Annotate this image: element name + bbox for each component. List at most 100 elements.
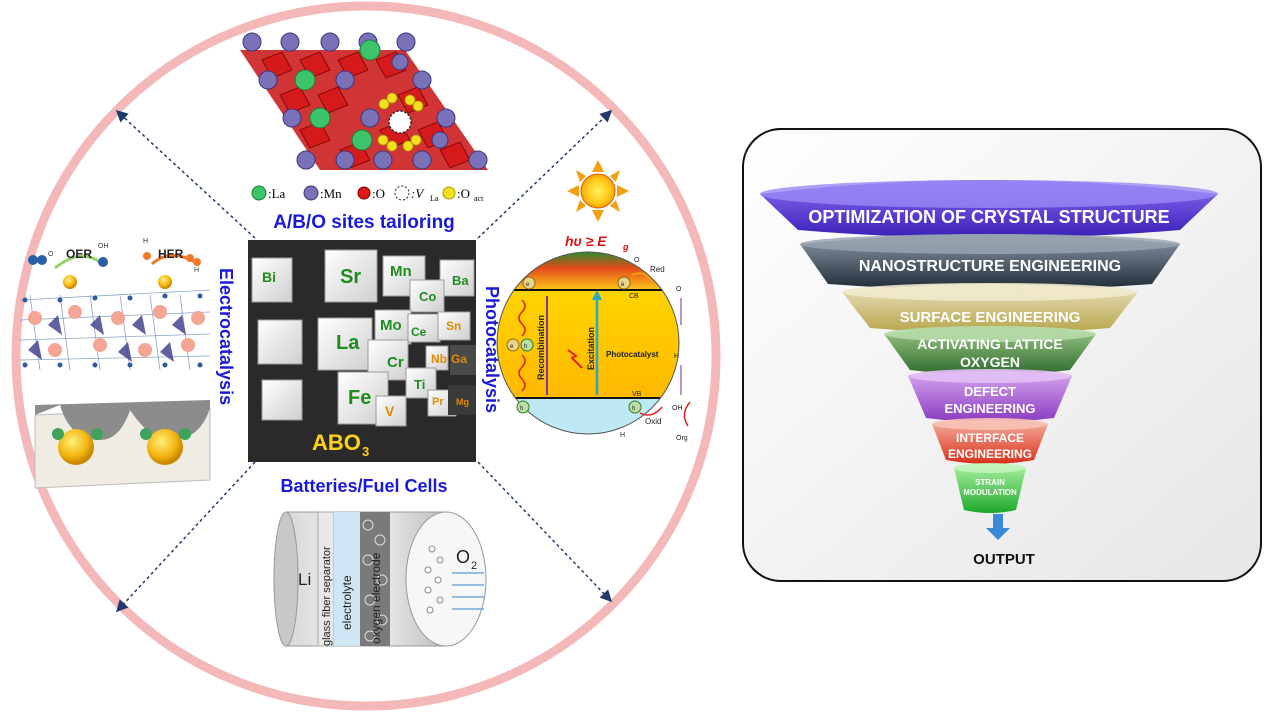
legend-la: :La [268,186,286,201]
el-nb: Nb [431,352,447,366]
legend-v: :V [411,186,425,201]
stage-7-label-b: MODULATION [963,488,1017,497]
photo-e-2: e [621,282,625,288]
stage-6-label-b: ENGINEERING [948,447,1032,461]
stage-1-label: OPTIMIZATION OF CRYSTAL STRUCTURE [808,207,1169,227]
o2rad-label: O [676,286,682,293]
abo3-sub: 3 [362,444,369,459]
stage-4-label-b: OXYGEN [960,354,1020,370]
oxid-label: Oxid [645,417,661,426]
photocatalysis-image: hυ ≥ E g Recombination Excitation Photoc… [496,160,691,442]
stage-7-label-a: STRAIN [975,478,1005,487]
photocatalysis-title: Photocatalysis [482,286,502,413]
el-mo: Mo [380,317,402,334]
h2o-oh-label: H [620,432,625,439]
stage-4-label-a: ACTIVATING LATTICE [917,336,1062,352]
el-pr: Pr [432,396,444,408]
photocatalyst-label: Photocatalyst [606,350,659,359]
sites-title: A/B/O sites tailoring [273,212,455,233]
el-la: La [336,332,360,354]
her-h-label: H [143,238,148,245]
funnel-stage-6 [932,418,1048,464]
el-sr: Sr [340,266,361,288]
funnel-stage-2 [800,234,1180,290]
recombination-label: Recombination [536,315,546,380]
stage-5-label-b: ENGINEERING [944,401,1035,416]
photo-e-3: e [510,344,514,350]
crystal-lattice-image [240,32,488,170]
mn-legend-icon [303,185,319,201]
el-bi: Bi [262,269,276,285]
electrolyte-label: electrolyte [340,575,354,630]
abo3-label: ABO [312,430,361,455]
hv-label: hυ ≥ E [565,233,607,249]
hv-sub: g [622,242,629,252]
separator-label: glass fiber separator [321,546,333,646]
her-label: HER [158,247,184,261]
la-legend-icon [251,185,267,201]
electrocatalysis-image: O OER OH H HER H [19,238,211,489]
batteries-title: Batteries/Fuel Cells [280,476,447,496]
photo-h-1: h [524,344,527,350]
battery-o2-sub: 2 [471,560,477,572]
funnel-panel: OPTIMIZATION OF CRYSTAL STRUCTURE NANOST… [742,128,1262,582]
funnel-stage-4 [884,326,1096,375]
spoke-top-left [115,109,256,239]
red-label: Red [650,265,665,274]
el-fe: Fe [348,387,371,409]
legend-mn: :Mn [320,186,342,201]
el-ga: Ga [451,352,467,366]
funnel-stage-7 [954,463,1026,513]
perovskite-diagram: :La :Mn :O :V La :O act A/B/O sites tail… [11,1,721,711]
spoke-top-right [477,109,613,239]
electrocatalysis-title: Electrocatalysis [216,268,236,405]
output-arrow-icon [986,514,1010,540]
funnel-stage-1 [760,180,1218,238]
photo-h-2: h [520,406,523,412]
li-label: Li [298,570,311,589]
el-sn: Sn [446,319,461,333]
oer-oh-label: OH [98,243,109,250]
o-legend-icon [357,186,371,200]
stage-2-label: NANOSTRUCTURE ENGINEERING [859,258,1121,275]
el-co: Co [419,289,436,304]
battery-o2-label: O [456,547,470,567]
el-v: V [385,403,395,419]
oh-label: OH [672,405,683,412]
stage-3-label: SURFACE ENGINEERING [900,309,1081,326]
funnel-stage-5 [908,369,1072,422]
stage-5-label-a: DEFECT [964,384,1016,399]
el-cr: Cr [387,354,404,371]
o2-label: O [634,257,640,264]
cb-label: CB [629,293,639,300]
legend-oact: :O [457,186,470,201]
sun-icon [567,160,629,222]
battery-image: Li glass fiber separator electrolyte oxy… [273,511,487,647]
photo-h-3: h [632,406,635,412]
vb-label: VB [632,391,642,398]
abo3-cubes-image: Bi Sr Mn Ba Co La Mo Ce Sn Cr Nb Ga Fe T… [248,240,476,462]
legend-o: :O [372,186,385,201]
legend-v-sub: La [430,194,439,203]
oer-o2-label: O [48,251,54,258]
h2o2-label: H [674,353,679,360]
lattice-legend: :La :Mn :O :V La :O act [251,185,484,203]
excitation-label: Excitation [586,327,596,370]
electrode-label: oxygen electrode [369,552,383,644]
oer-label: OER [66,247,92,261]
oact-legend-icon [442,186,456,200]
her-h2-label: H [194,267,199,274]
el-ba: Ba [452,273,469,288]
el-mn: Mn [390,263,412,280]
photo-e-1: e [526,282,530,288]
spoke-bottom-left [115,461,256,613]
legend-oact-sub: act [474,194,484,203]
spoke-bottom-right [477,461,613,603]
output-label: OUTPUT [973,551,1035,568]
outer-circle [11,1,721,711]
stage-6-label-a: INTERFACE [956,431,1024,445]
el-mg: Mg [456,397,469,407]
org-label: Org [676,435,688,442]
funnel-stage-3 [842,283,1138,333]
el-ce: Ce [411,325,427,339]
